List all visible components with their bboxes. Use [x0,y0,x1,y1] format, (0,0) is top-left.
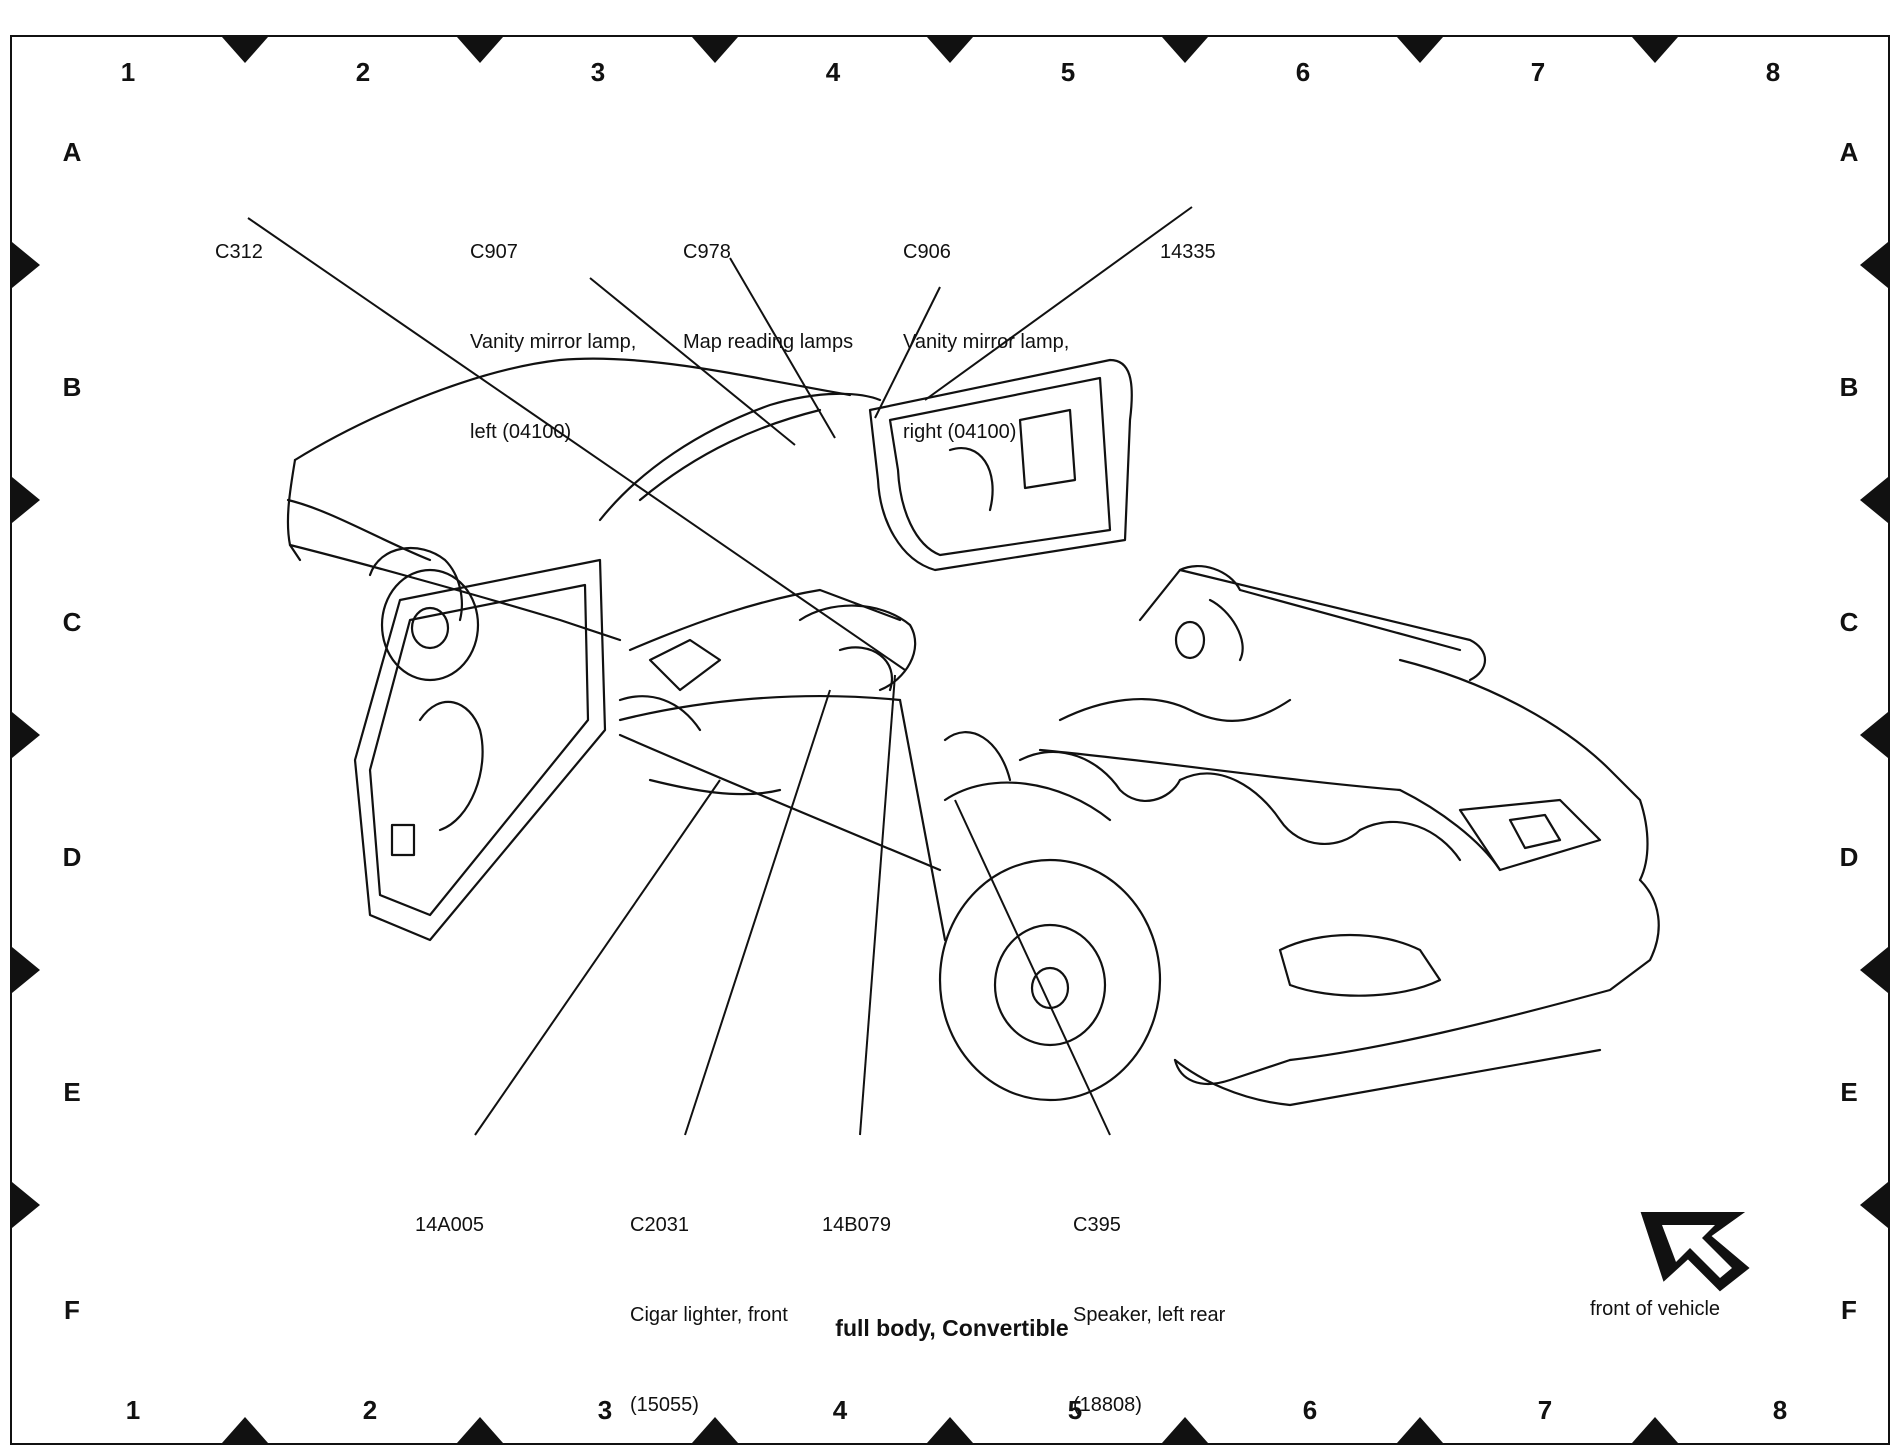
callout-c907-line-1: C907 [470,241,518,263]
grid-col-top-1: 1 [120,57,136,87]
grid-row-left-d: D [62,842,82,872]
grid-row-left-b: B [62,372,82,402]
grid-row-left-a: A [62,137,82,167]
grid-row-left-c: C [62,607,82,637]
callout-14a005: 14A005 [415,1150,484,1270]
grid-col-bottom-7: 7 [1537,1395,1553,1425]
grid-col-top-6: 6 [1295,57,1311,87]
callout-c978-line-1: C978 [683,241,731,263]
callout-c2031-line-1: C2031 [630,1214,689,1236]
grid-col-bottom-8: 8 [1772,1395,1788,1425]
grid-row-right-f: F [1841,1295,1857,1325]
callout-c978: C978 Map reading lamps [683,177,853,387]
grid-col-bottom-3: 3 [597,1395,613,1425]
callout-c395-line-2: Speaker, left rear [1073,1304,1226,1326]
grid-col-top-4: 4 [825,57,841,87]
callout-14b079-line-1: 14B079 [822,1214,891,1236]
callout-c395-line-1: C395 [1073,1214,1121,1236]
callout-c395-line-3: (18808) [1073,1394,1142,1416]
grid-col-top-5: 5 [1060,57,1076,87]
grid-col-bottom-4: 4 [832,1395,848,1425]
callout-c906-line-1: C906 [903,241,951,263]
car-illustration [286,357,1660,1107]
grid-col-bottom-6: 6 [1302,1395,1318,1425]
grid-row-right-e: E [1840,1077,1858,1107]
diagram-caption: full body, Convertible [835,1315,1069,1341]
callout-c906-line-3: right (04100) [903,421,1017,443]
front-arrow-icon [1640,1212,1750,1292]
diagram-frame [10,35,1890,1445]
callout-c978-line-2: Map reading lamps [683,331,854,353]
callout-c906: C906 Vanity mirror lamp, right (04100) [903,177,1069,477]
grid-col-top-7: 7 [1530,57,1546,87]
callout-c2031-line-2: Cigar lighter, front [630,1304,788,1326]
front-of-vehicle-label: front of vehicle [1589,1298,1721,1320]
grid-col-bottom-1: 1 [125,1395,141,1425]
callout-c2031: C2031 Cigar lighter, front (15055) [630,1150,788,1450]
callout-14335-line-1: 14335 [1160,241,1216,263]
callout-c907: C907 Vanity mirror lamp, left (04100) [470,177,636,477]
callout-14335: 14335 [1160,177,1216,297]
grid-row-right-c: C [1839,607,1859,637]
grid-row-left-e: E [63,1077,81,1107]
callout-14a005-line-1: 14A005 [415,1214,484,1236]
grid-row-left-f: F [64,1295,80,1325]
callout-c906-line-2: Vanity mirror lamp, [903,331,1070,353]
callout-c312: C312 [215,177,263,297]
callout-c395: C395 Speaker, left rear (18808) [1073,1150,1225,1450]
grid-col-bottom-5: 5 [1067,1395,1083,1425]
grid-col-top-8: 8 [1765,57,1781,87]
frame-markers [12,37,1888,1443]
grid-col-top-2: 2 [355,57,371,87]
leader-lines [247,206,1193,1136]
grid-col-bottom-2: 2 [362,1395,378,1425]
grid-row-right-b: B [1839,372,1859,402]
callout-14b079: 14B079 [822,1150,891,1270]
callout-c312-line-1: C312 [215,241,263,263]
callout-c907-line-2: Vanity mirror lamp, [470,331,637,353]
grid-col-top-3: 3 [590,57,606,87]
callout-c907-line-3: left (04100) [470,421,572,443]
callout-c2031-line-3: (15055) [630,1394,699,1416]
grid-row-right-d: D [1839,842,1859,872]
grid-row-right-a: A [1839,137,1859,167]
